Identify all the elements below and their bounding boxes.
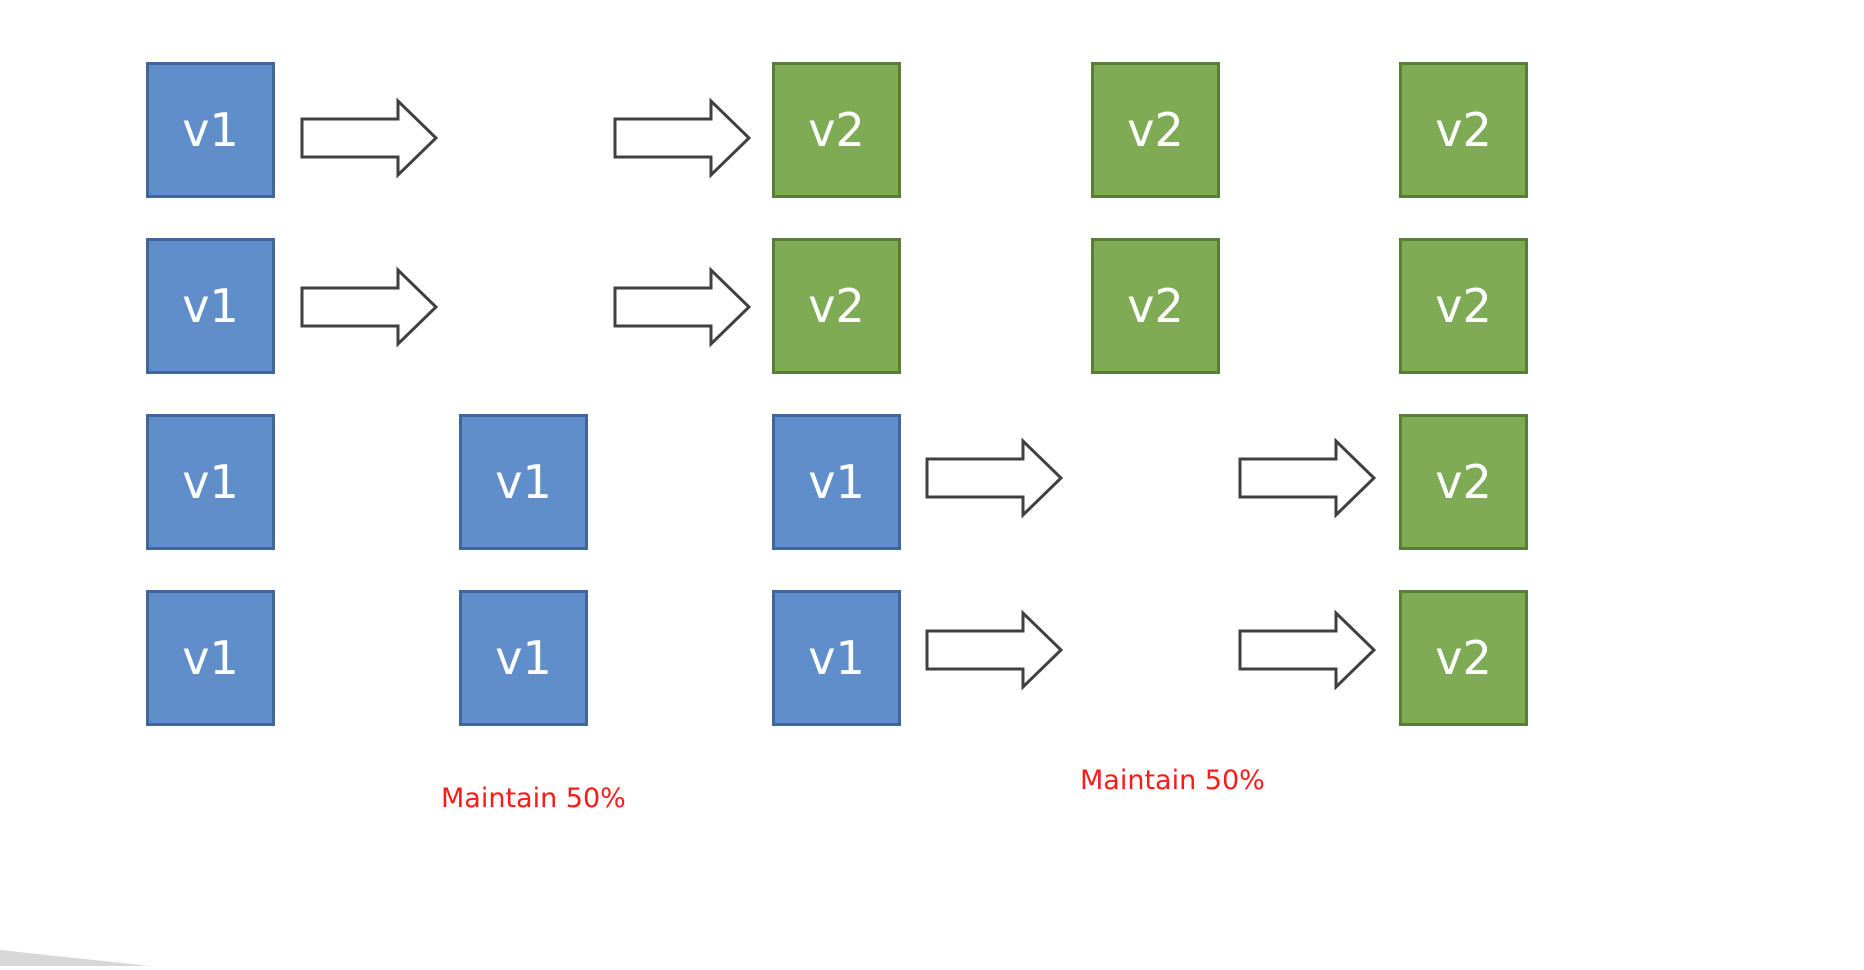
slide-edge-shadow — [0, 948, 180, 966]
pod-box-v2: v2 — [1091, 238, 1220, 374]
pod-box-v2: v2 — [772, 62, 901, 198]
arrow-right-icon — [613, 97, 752, 179]
arrow-right-icon — [925, 609, 1064, 691]
pod-box-v1: v1 — [772, 414, 901, 550]
arrow-right-icon — [1238, 609, 1377, 691]
pod-box-v1: v1 — [146, 62, 275, 198]
pod-box-v1: v1 — [772, 590, 901, 726]
pod-box-v2: v2 — [1399, 414, 1528, 550]
arrow-right-icon — [1238, 437, 1377, 519]
arrow-right-icon — [300, 266, 439, 348]
arrow-right-icon — [300, 97, 439, 179]
pod-box-v2: v2 — [772, 238, 901, 374]
pod-box-v1: v1 — [146, 590, 275, 726]
pod-box-v2: v2 — [1399, 62, 1528, 198]
pod-box-v1: v1 — [146, 238, 275, 374]
pod-box-v2: v2 — [1399, 590, 1528, 726]
maintain-note-right: Maintain 50% — [1080, 765, 1265, 796]
pod-box-v2: v2 — [1399, 238, 1528, 374]
pod-box-v1: v1 — [459, 414, 588, 550]
maintain-note-left: Maintain 50% — [441, 783, 626, 814]
arrow-right-icon — [925, 437, 1064, 519]
pod-box-v1: v1 — [459, 590, 588, 726]
pod-box-v1: v1 — [146, 414, 275, 550]
pod-box-v2: v2 — [1091, 62, 1220, 198]
arrow-right-icon — [613, 266, 752, 348]
